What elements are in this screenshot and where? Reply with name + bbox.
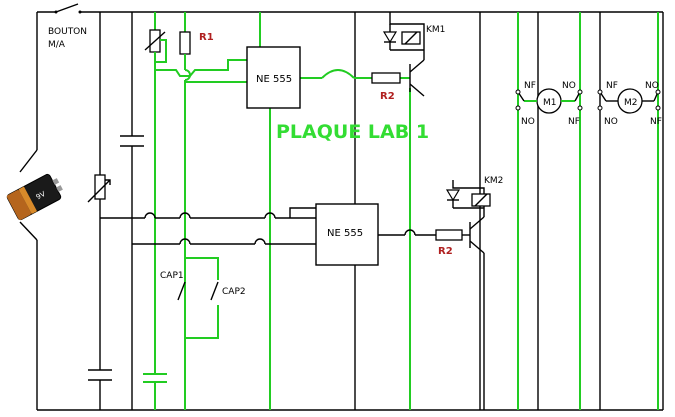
outer-frame	[36, 11, 664, 411]
r1-potentiometer	[144, 29, 167, 63]
capacitor-green	[143, 373, 167, 383]
capacitor-rail-100	[88, 369, 112, 381]
motor-m1	[515, 88, 583, 114]
ne555-bottom	[315, 203, 379, 266]
transistor-bottom	[469, 204, 485, 410]
ne555-top-label: NE 555	[256, 74, 292, 85]
m2-nf-right-label: NF	[650, 117, 662, 127]
switch-label-line1: BOUTON	[48, 27, 87, 37]
r1-resistor	[179, 12, 191, 81]
m1-nf-right-label: NF	[568, 117, 580, 127]
potentiometer-left	[87, 174, 111, 203]
diagram-title: PLAQUE LAB 1	[276, 121, 429, 143]
transistor-top	[409, 46, 425, 97]
m1-label: M1	[543, 98, 557, 108]
m2-nf-left-label: NF	[606, 81, 618, 91]
m1-no-right-label: NO	[562, 81, 576, 91]
middle-black-wiring	[100, 207, 470, 245]
km1-relay	[382, 12, 425, 51]
km2-label: KM2	[484, 176, 503, 186]
battery-icon: 9V	[6, 149, 63, 241]
m2-label: M2	[624, 98, 638, 108]
cap1-label: CAP1	[160, 271, 184, 281]
r2-bottom-resistor	[435, 229, 463, 241]
motor-m2	[597, 88, 661, 114]
svg-text:9V: 9V	[35, 190, 47, 202]
cap-sensors	[177, 257, 219, 339]
capacitor-rail-132	[120, 135, 144, 147]
ne555-top	[246, 46, 301, 109]
switch-label-line2: M/A	[48, 40, 66, 50]
on-off-switch	[54, 3, 82, 14]
m1-no-left-label: NO	[521, 117, 535, 127]
ne555-bottom-label: NE 555	[327, 228, 363, 239]
r2-top-label: R2	[380, 91, 395, 102]
r2-top-resistor	[371, 72, 401, 84]
r1-label: R1	[199, 32, 214, 43]
km1-label: KM1	[426, 25, 445, 35]
cap2-label: CAP2	[222, 287, 246, 297]
m1-nf-left-label: NF	[524, 81, 536, 91]
m2-no-right-label: NO	[645, 81, 659, 91]
green-wiring-top	[155, 59, 410, 83]
km2-relay	[445, 180, 491, 209]
r2-bottom-label: R2	[438, 246, 453, 257]
m2-no-left-label: NO	[604, 117, 618, 127]
green-rails	[154, 12, 659, 410]
